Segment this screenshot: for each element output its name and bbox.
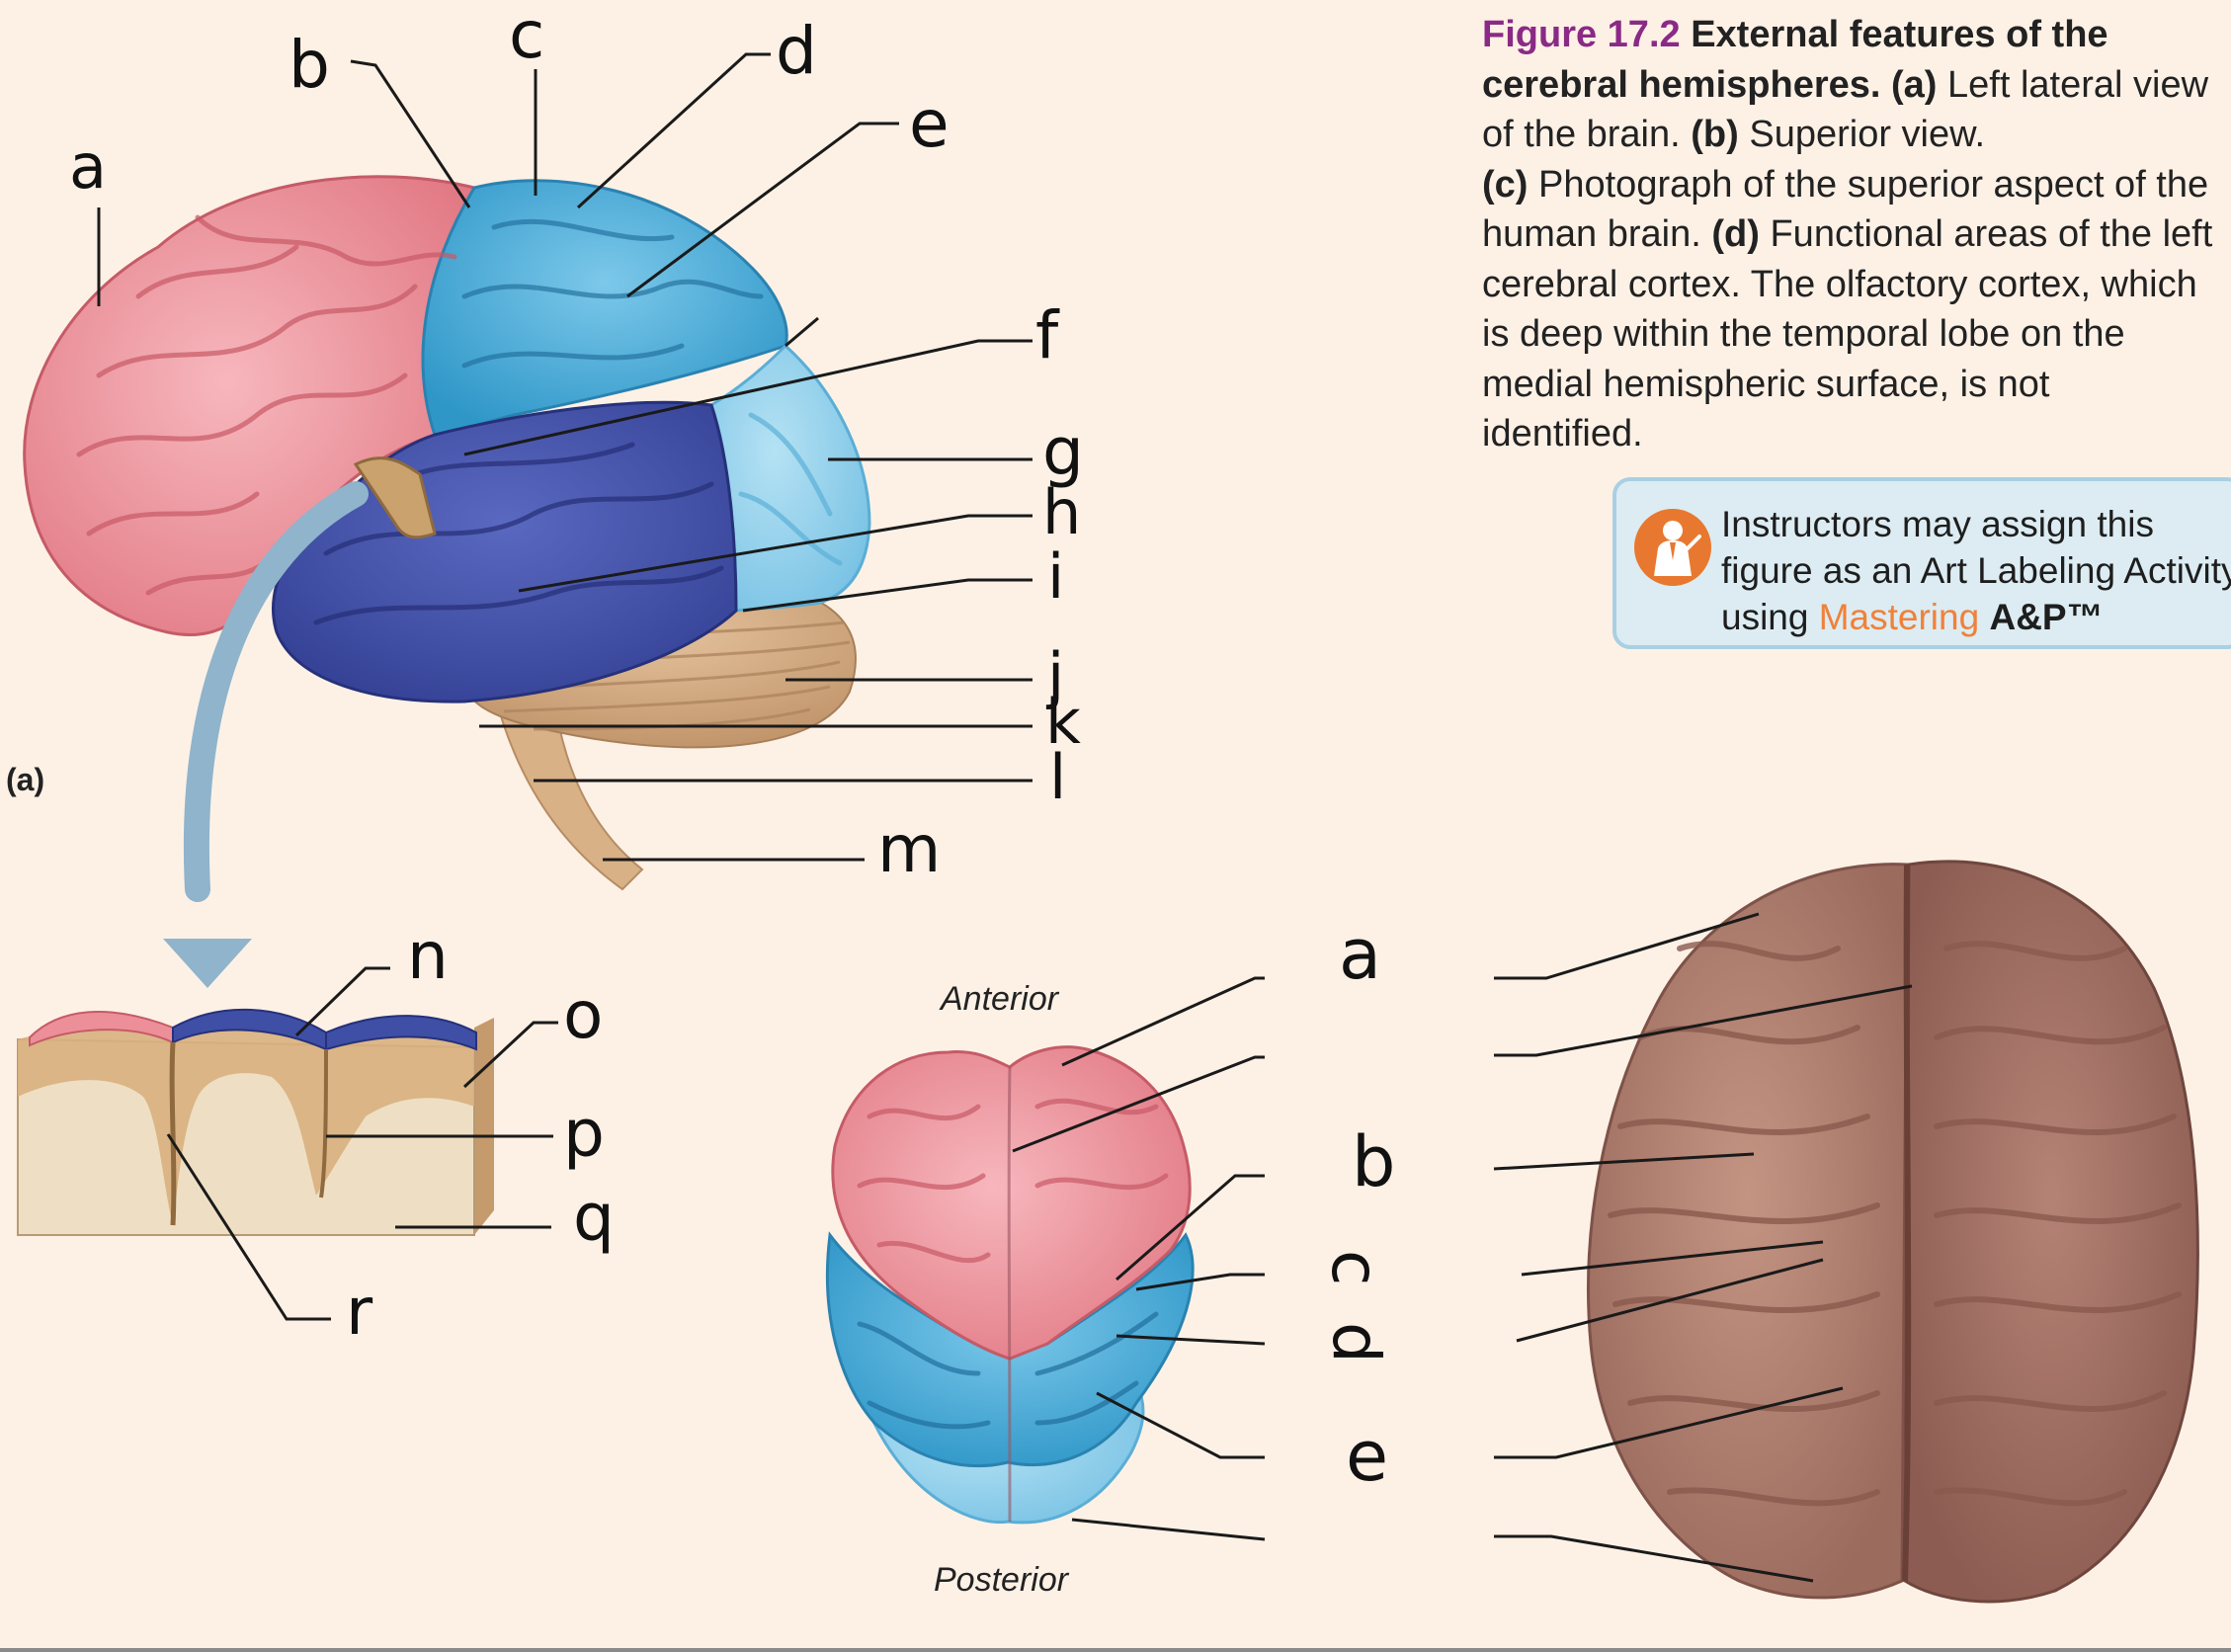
superior-label-d: d: [1318, 1322, 1394, 1363]
section-label-n: n: [407, 918, 449, 994]
insula-flap: [353, 456, 437, 539]
lateral-labels: a b c d e f g h i j k l m (a): [6, 0, 1084, 887]
photo-right-hemisphere: [1903, 860, 2199, 1604]
lateral-label-m: m: [877, 811, 941, 887]
caption-tag-a: (a): [1891, 63, 1938, 106]
anterior-label: Anterior: [939, 980, 1060, 1018]
photo-left-hemisphere: [1587, 863, 1909, 1600]
superior-label-b: b: [1352, 1121, 1395, 1202]
lateral-label-e: e: [909, 86, 950, 162]
caption-text-a: Left lateral view of the brain.: [1482, 63, 2209, 156]
instructor-icon: [1634, 509, 1711, 586]
superior-frontal: [831, 1045, 1192, 1361]
lateral-label-d: d: [776, 13, 817, 89]
panel-label-a: (a): [6, 762, 44, 797]
superior-label-a: a: [1339, 914, 1381, 995]
bottom-rule: [0, 1648, 2231, 1652]
instructor-callout: Instructors may assign this figure as an…: [1612, 477, 2231, 649]
callout-text: Instructors may assign this figure as an…: [1721, 501, 2231, 640]
caption-tag-c: (c): [1482, 163, 1529, 206]
mastering-brand[interactable]: Mastering: [1818, 597, 1980, 637]
lateral-label-a: a: [69, 130, 107, 203]
lateral-label-i: i: [1047, 540, 1064, 613]
lateral-label-l: l: [1049, 741, 1066, 813]
lateral-label-h: h: [1042, 476, 1081, 548]
lateral-label-f: f: [1035, 297, 1060, 373]
lateral-label-g: g: [1042, 414, 1084, 490]
superior-leader-lines: [1012, 976, 1266, 1541]
product-name: A&P™: [1989, 597, 2104, 637]
lateral-label-c: c: [509, 0, 544, 73]
zoom-arrow: [163, 481, 369, 988]
figure-number: Figure 17.2: [1482, 14, 1681, 55]
posterior-label: Posterior: [934, 1561, 1070, 1599]
lateral-label-k: k: [1045, 686, 1081, 758]
caption-text-d: Functional areas of the left cerebral co…: [1482, 213, 2213, 454]
section-label-p: p: [563, 1096, 605, 1172]
superior-brain-photo: [1587, 860, 2199, 1604]
section-label-q: q: [573, 1180, 615, 1256]
lateral-label-b: b: [289, 27, 330, 103]
lateral-label-j: j: [1045, 639, 1064, 711]
section-label-o: o: [563, 977, 603, 1053]
caption-text-b: Superior view.: [1749, 114, 1986, 155]
superior-label-e: e: [1346, 1416, 1388, 1497]
cortex-section-block: [17, 1008, 494, 1236]
superior-brain-illustration: [825, 1045, 1195, 1525]
lateral-leader-lines: [97, 52, 1033, 862]
lateral-brain-illustration: [23, 175, 871, 891]
superior-label-c: c: [1317, 1250, 1393, 1285]
callout-message: Instructors may assign this figure as an…: [1721, 504, 2231, 637]
superior-labels: a b c d e: [1317, 914, 1395, 1497]
caption-tag-d: (d): [1711, 213, 1760, 255]
section-label-r: r: [346, 1274, 373, 1350]
caption-tag-b: (b): [1691, 114, 1739, 155]
section-labels: n o p q r: [346, 918, 615, 1350]
section-leader-lines: [166, 966, 558, 1321]
photo-leader-lines: [1493, 912, 1913, 1583]
figure-caption: Figure 17.2 External features of the cer…: [1482, 10, 2213, 459]
brainstem: [492, 691, 644, 891]
figure-title: External features of the cerebral hemisp…: [1482, 14, 2108, 106]
caption-text-c: Photograph of the superior aspect of the…: [1482, 163, 2209, 256]
